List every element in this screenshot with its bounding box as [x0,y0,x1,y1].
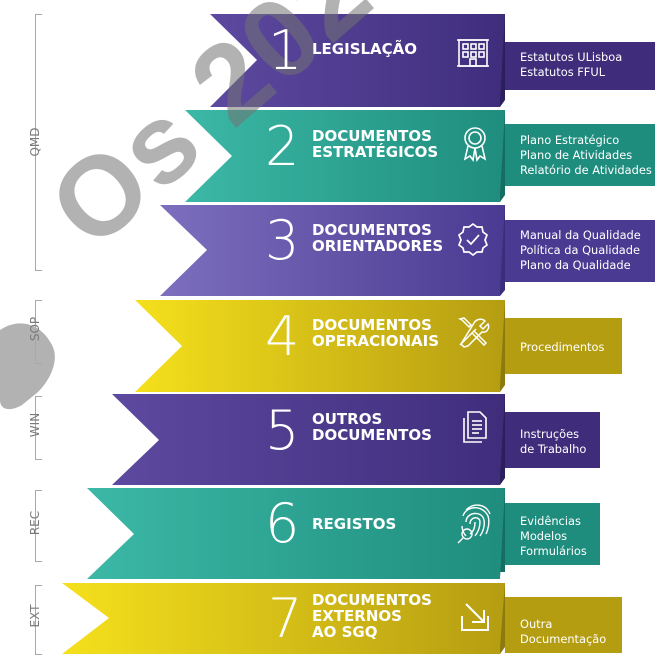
level-3-item: Política da Qualidade [520,243,641,257]
ribbon-level-1 [210,14,655,107]
level-7-item: Outra [520,617,553,631]
level-6-item: Formulários [520,544,587,558]
ribbon-level-3 [160,205,655,296]
level-5-title: OUTROS DOCUMENTOS [312,411,432,443]
ribbon-level-6 [87,488,600,579]
bracket-label-qmd: QMD [28,127,42,157]
level-6-item: Evidências [520,514,581,528]
bracket-label-ext: EXT [28,604,42,628]
level-1-item: Estatutos ULisboa [520,50,623,64]
level-2-items: Plano Estratégico Plano de Atividades Re… [520,133,652,178]
level-3-items: Manual da Qualidade Política da Qualidad… [520,228,641,273]
level-7-items: Outra Documentação [520,617,606,647]
level-2-number: 2 [265,115,299,178]
bracket-ext [35,585,42,655]
documents-icon [460,410,488,444]
level-5-number: 5 [265,399,299,462]
level-5-items: Instruções de Trabalho [520,427,586,457]
bracket-rec [35,490,42,562]
level-1-title: LEGISLAÇÃO [312,41,417,57]
level-5-item: de Trabalho [520,442,587,456]
ribbon-level-4 [135,300,622,392]
level-5-title-line-2: DOCUMENTOS [312,426,432,444]
level-6-number: 6 [265,492,299,555]
level-4-title: DOCUMENTOS OPERACIONAIS [312,317,439,349]
level-3-title: DOCUMENTOS ORIENTADORES [312,222,443,254]
level-6-title-line-1: REGISTOS [312,515,397,533]
level-6-title: REGISTOS [312,516,396,532]
level-2-title-line-2: ESTRATÉGICOS [312,143,439,161]
level-1-items: Estatutos ULisboa Estatutos FFUL [520,50,622,80]
level-3-title-line-2: ORIENTADORES [312,237,444,255]
level-4-items: Procedimentos [520,340,604,355]
ribbon-level-7 [62,583,622,654]
level-7-number: 7 [268,587,302,650]
level-4-title-line-2: OPERACIONAIS [312,332,440,350]
level-3-item: Manual da Qualidade [520,228,641,242]
watermark-o-shape [0,323,55,410]
ribbon-level-2 [185,110,655,202]
bracket-label-win: WIN [28,412,42,438]
award-ribbon-icon [460,126,490,162]
bracket-qmd [35,14,42,271]
level-4-number: 4 [265,305,299,368]
level-6-item: Modelos [520,529,568,543]
bracket-win [35,396,42,460]
tools-icon [456,315,490,349]
level-4-title-line-1: DOCUMENTOS [312,316,432,334]
level-7-title-line-1: DOCUMENTOS [312,591,432,609]
level-7-title-line-2: EXTERNOS [312,607,402,625]
level-6-items: Evidências Modelos Formulários [520,514,587,559]
fingerprint-icon [456,500,496,544]
building-icon [456,35,490,69]
level-7-title-line-3: AO SGQ [312,623,378,641]
level-2-title: DOCUMENTOS ESTRATÉGICOS [312,128,438,160]
level-3-number: 3 [265,209,299,272]
level-1-number: 1 [268,19,302,82]
level-2-title-line-1: DOCUMENTOS [312,127,432,145]
arrow-down-right-icon [458,600,492,634]
level-1-title-line-1: LEGISLAÇÃO [312,40,418,58]
level-2-item: Plano de Atividades [520,148,633,162]
level-1-item: Estatutos FFUL [520,65,606,79]
bracket-sop [35,300,42,364]
ribbon-level-5 [112,394,600,485]
level-2-item: Relatório de Atividades [520,163,652,177]
level-2-item: Plano Estratégico [520,133,620,147]
level-4-item: Procedimentos [520,340,605,354]
bracket-label-sop: SOP [28,316,42,342]
level-7-title: DOCUMENTOS EXTERNOS AO SGQ [312,592,432,640]
level-7-item: Documentação [520,632,607,646]
badge-check-icon [456,222,490,256]
level-5-title-line-1: OUTROS [312,410,383,428]
level-3-item: Plano da Qualidade [520,258,631,272]
level-3-title-line-1: DOCUMENTOS [312,221,432,239]
bracket-label-rec: REC [28,510,42,536]
level-5-item: Instruções [520,427,580,441]
